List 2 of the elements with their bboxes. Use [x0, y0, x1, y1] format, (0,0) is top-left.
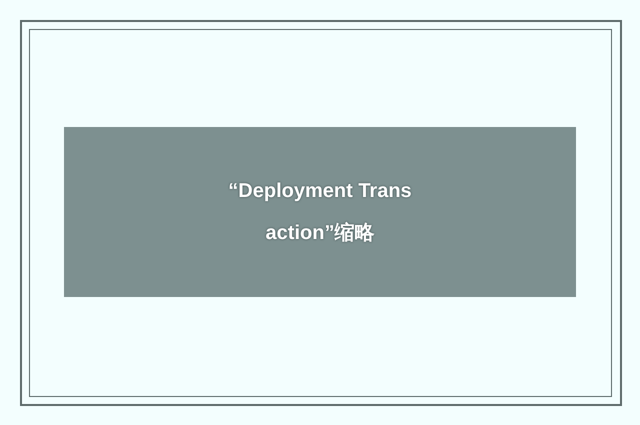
- placeholder-caption: “Deployment Transaction”缩略: [227, 179, 413, 246]
- placeholder-panel: [64, 127, 576, 297]
